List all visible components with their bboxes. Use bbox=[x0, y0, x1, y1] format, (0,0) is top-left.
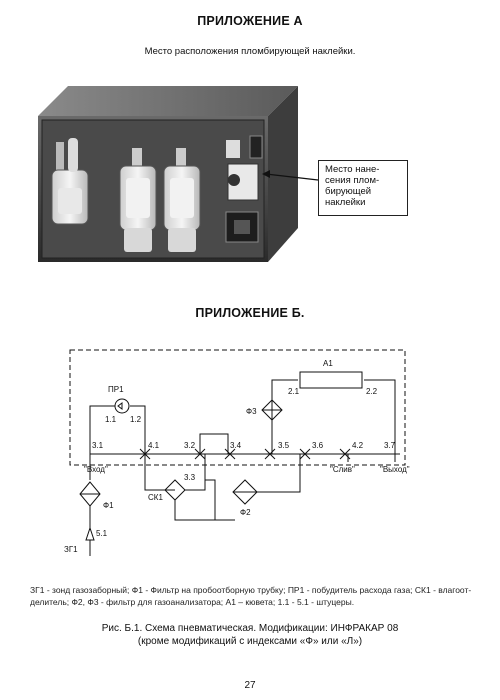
pneumatic-diagram: ПР1 А1 Ф1 Ф2 Ф3 СК1 ЗГ1 "Вход" "Слив" "В… bbox=[64, 349, 410, 556]
seal-location-callout: Место нане- сения плом- бирующей наклейк… bbox=[318, 160, 408, 216]
label-f3: Ф3 bbox=[246, 407, 257, 416]
label-n21: 2.1 bbox=[288, 387, 300, 396]
label-n22: 2.2 bbox=[366, 387, 378, 396]
label-sk1: СК1 bbox=[148, 493, 163, 502]
page-number: 27 bbox=[244, 680, 256, 691]
appendix-a-title: ПРИЛОЖЕНИЕ А bbox=[197, 14, 303, 28]
label-drain: "Слив" bbox=[330, 465, 355, 474]
label-n11: 1.1 bbox=[105, 415, 117, 424]
callout-line: Место нане- bbox=[325, 164, 380, 175]
label-n51: 5.1 bbox=[96, 529, 108, 538]
label-n12: 1.2 bbox=[130, 415, 142, 424]
callout-line: бирующей bbox=[325, 186, 372, 197]
caption-line: (кроме модификаций с индексами «Ф» или «… bbox=[137, 636, 363, 647]
callout-line: наклейки bbox=[325, 197, 366, 208]
callout-line: сения плом- bbox=[325, 175, 380, 186]
legend-line: делитель; Ф2, Ф3 - фильтр для газоанализ… bbox=[30, 597, 355, 607]
device-photo bbox=[28, 78, 300, 276]
diagram-legend: ЗГ1 - зонд газозаборный; Ф1 - Фильтр на … bbox=[30, 584, 480, 608]
label-n34: 3.4 bbox=[230, 441, 242, 450]
appendix-a-subtitle: Место расположения пломбирующей наклейки… bbox=[144, 46, 356, 57]
label-n41: 4.1 bbox=[148, 441, 160, 450]
appendix-b-title: ПРИЛОЖЕНИЕ Б. bbox=[195, 306, 305, 320]
caption-line: Рис. Б.1. Схема пневматическая. Модифика… bbox=[101, 623, 399, 634]
callout-arrow bbox=[262, 170, 319, 181]
label-f2: Ф2 bbox=[240, 508, 251, 517]
legend-line: ЗГ1 - зонд газозаборный; Ф1 - Фильтр на … bbox=[30, 585, 472, 595]
label-n36: 3.6 bbox=[312, 441, 324, 450]
label-n35: 3.5 bbox=[278, 441, 290, 450]
label-n37: 3.7 bbox=[384, 441, 396, 450]
label-f1: Ф1 bbox=[103, 501, 114, 510]
label-a1: А1 bbox=[323, 359, 333, 368]
label-in: "Вход" bbox=[84, 465, 108, 474]
label-pr1: ПР1 bbox=[108, 385, 124, 394]
label-n32: 3.2 bbox=[184, 441, 196, 450]
label-zg1: ЗГ1 bbox=[64, 545, 78, 554]
label-n33: 3.3 bbox=[184, 473, 196, 482]
label-n42: 4.2 bbox=[352, 441, 364, 450]
label-out: "Выход" bbox=[380, 465, 410, 474]
label-n31: 3.1 bbox=[92, 441, 104, 450]
figure-caption: Рис. Б.1. Схема пневматическая. Модифика… bbox=[0, 622, 500, 648]
